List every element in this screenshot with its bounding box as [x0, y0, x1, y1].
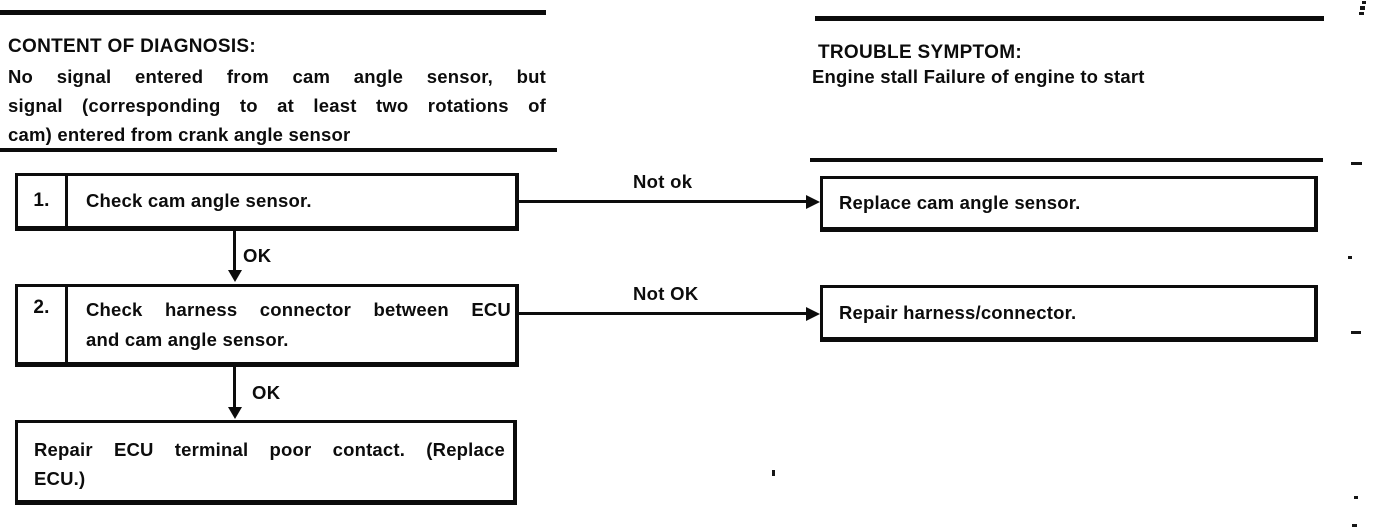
step-1-ok-arrowhead-icon [228, 270, 242, 282]
divider-bottom-right [810, 158, 1323, 162]
step-1-fail-connector [519, 200, 809, 203]
final-action-box: Repair ECU terminal poor contact. (Repla… [15, 420, 517, 505]
step-1-number: 1. [18, 176, 68, 226]
diagnosis-text-line-1: No signal entered from cam angle sensor,… [8, 66, 546, 87]
step-2-fail-label: Not OK [633, 283, 699, 304]
step-2-fail-connector [519, 312, 809, 315]
step-2-text-line-2: and cam angle sensor. [86, 329, 289, 350]
step-1-fail-arrowhead-icon [806, 195, 820, 209]
diagnosis-text-line-2: signal (corresponding to at least two ro… [8, 95, 546, 116]
step-2-text-line-1: Check harness connector between ECU [86, 299, 511, 320]
scan-mark [1348, 256, 1352, 259]
divider-top-left [0, 10, 546, 15]
scan-mark [1352, 524, 1357, 527]
scan-mark [1362, 1, 1366, 4]
final-action-text: Repair ECU terminal poor contact. (Repla… [18, 423, 513, 500]
step-1-action-box: Replace cam angle sensor. [820, 176, 1318, 232]
step-2-action-text: Repair harness/connector. [839, 301, 1077, 323]
step-1-action-text: Replace cam angle sensor. [839, 192, 1081, 213]
step-2-box: 2. Check harness connector between ECU a… [15, 284, 519, 367]
step-2-ok-label: OK [252, 382, 281, 403]
step-2-number: 2. [18, 287, 68, 362]
scan-mark [1359, 12, 1364, 15]
step-2-action-box: Repair harness/connector. [820, 285, 1318, 342]
divider-bottom-left [0, 148, 557, 152]
content-of-diagnosis-title: CONTENT OF DIAGNOSIS: [8, 36, 257, 57]
final-action-line-2: ECU.) [34, 468, 86, 489]
divider-top-right [815, 16, 1324, 21]
step-2-text: Check harness connector between ECU and … [68, 287, 515, 362]
step-1-text: Check cam angle sensor. [86, 190, 312, 211]
scan-mark [1354, 496, 1358, 499]
scan-mark [1360, 6, 1365, 10]
trouble-symptom-text: Engine stall Failure of engine to start [812, 66, 1145, 87]
diagnosis-text-line-3: cam) entered from crank angle sensor [8, 124, 351, 145]
step-2-ok-connector [233, 367, 236, 408]
step-2-fail-arrowhead-icon [806, 307, 820, 321]
step-1-ok-connector [233, 231, 236, 272]
scan-mark [1351, 331, 1361, 334]
step-1-fail-label: Not ok [633, 171, 693, 192]
step-1-box: 1. Check cam angle sensor. [15, 173, 519, 231]
content-of-diagnosis-text: No signal entered from cam angle sensor,… [8, 62, 546, 149]
scan-mark [772, 470, 775, 476]
step-2-ok-arrowhead-icon [228, 407, 242, 419]
final-action-line-1: Repair ECU terminal poor contact. (Repla… [34, 439, 505, 460]
step-1-ok-label: OK [243, 245, 272, 266]
trouble-symptom-title: TROUBLE SYMPTOM: [818, 42, 1022, 63]
scan-mark [1351, 162, 1362, 165]
